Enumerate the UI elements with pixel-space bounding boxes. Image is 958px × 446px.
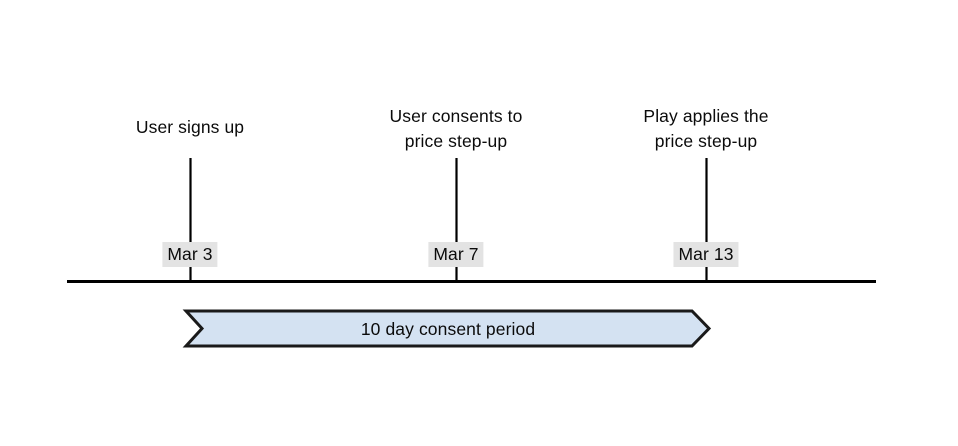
event-label-stepup-applied: Play applies the price step-up xyxy=(643,104,768,154)
consent-period-banner-label: 10 day consent period xyxy=(360,319,536,339)
event-date-signup: Mar 3 xyxy=(162,242,218,267)
consent-period-banner-shape xyxy=(182,309,712,348)
event-label-line: Play applies the xyxy=(643,106,769,126)
event-label-consent: User consents to price step-up xyxy=(390,104,523,154)
event-label-signup: User signs up xyxy=(136,115,244,140)
event-date-consent: Mar 7 xyxy=(428,242,484,267)
event-label-line: price step-up xyxy=(654,131,758,151)
event-label-line: User signs up xyxy=(135,117,245,137)
event-label-line: price step-up xyxy=(404,131,508,151)
event-date-stepup-applied: Mar 13 xyxy=(673,242,739,267)
event-label-line: User consents to xyxy=(389,106,523,126)
